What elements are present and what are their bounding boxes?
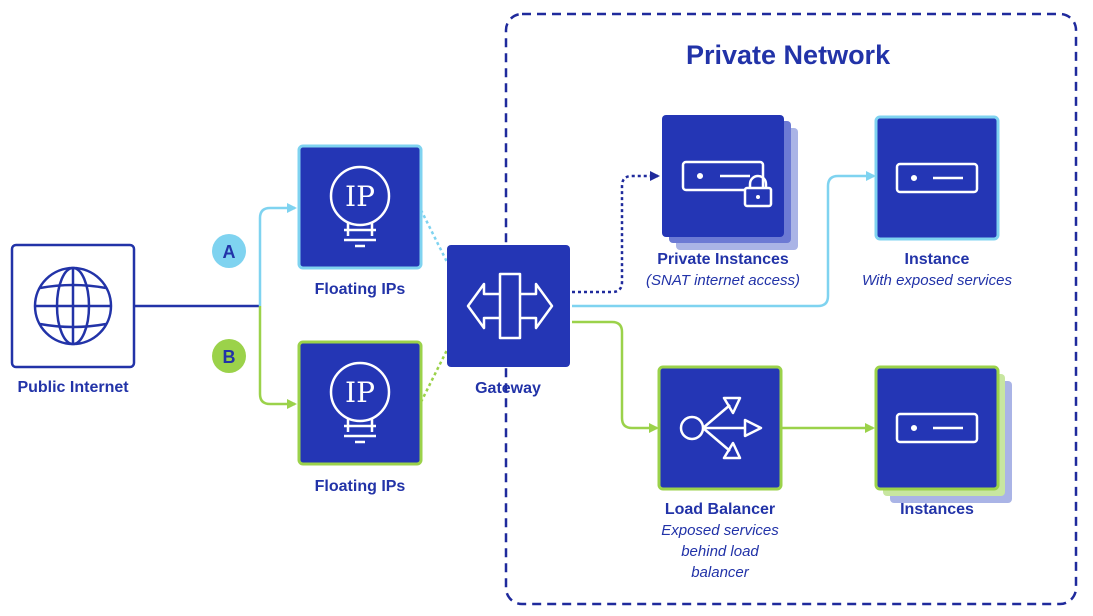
server-icon <box>895 412 979 444</box>
floating-ip-bottom-label: Floating IPs <box>314 478 406 495</box>
route-b-line <box>258 306 297 409</box>
svg-text:A: A <box>223 242 236 262</box>
instances-label: Instances <box>900 501 974 518</box>
floating-ip-top-label: Floating IPs <box>314 281 406 298</box>
fip-top-to-gateway <box>419 209 449 263</box>
svg-text:IP: IP <box>345 376 375 409</box>
gateway-to-instance-line <box>572 171 876 308</box>
public-internet-node <box>10 243 136 369</box>
load-balancer-node <box>657 365 783 491</box>
ip-bulb-icon: IP <box>329 361 391 444</box>
private-instances-label: Private Instances <box>657 251 789 268</box>
instances-node <box>874 365 1012 503</box>
route-a-line <box>258 203 297 306</box>
badge-a: A <box>212 234 246 268</box>
ip-bulb-icon: IP <box>329 165 391 248</box>
gateway-label: Gateway <box>475 380 541 397</box>
load-balancer-icon <box>679 396 763 460</box>
private-network-title: Private Network <box>686 40 891 70</box>
instance-node <box>874 115 1000 241</box>
connectors <box>134 171 876 433</box>
svg-text:B: B <box>223 347 236 367</box>
floating-ip-top-node: IP <box>297 144 423 270</box>
gateway-to-lb-line <box>572 320 659 433</box>
public-internet-label: Public Internet <box>17 379 129 396</box>
svg-text:IP: IP <box>345 180 375 213</box>
gateway-to-private-line <box>572 171 660 294</box>
server-icon <box>895 162 979 194</box>
private-instances-node <box>662 115 798 250</box>
load-balancer-label: Load Balancer <box>664 501 776 518</box>
fip-bottom-to-gateway <box>419 349 449 403</box>
gateway-node <box>447 245 570 367</box>
gateway-arrows-icon <box>466 272 554 340</box>
private-instances-sublabel: (SNAT internet access) <box>646 272 800 289</box>
load-balancer-sublabel-1: Exposed services <box>661 522 779 539</box>
server-lock-icon <box>681 160 773 208</box>
load-balancer-sublabel-3: balancer <box>691 564 749 581</box>
instance-label: Instance <box>904 251 970 268</box>
floating-ip-bottom-node: IP <box>297 340 423 466</box>
instance-sublabel: With exposed services <box>862 272 1012 289</box>
load-balancer-sublabel-2: behind load <box>681 543 759 560</box>
globe-icon <box>33 266 113 346</box>
badge-b: B <box>212 339 246 373</box>
